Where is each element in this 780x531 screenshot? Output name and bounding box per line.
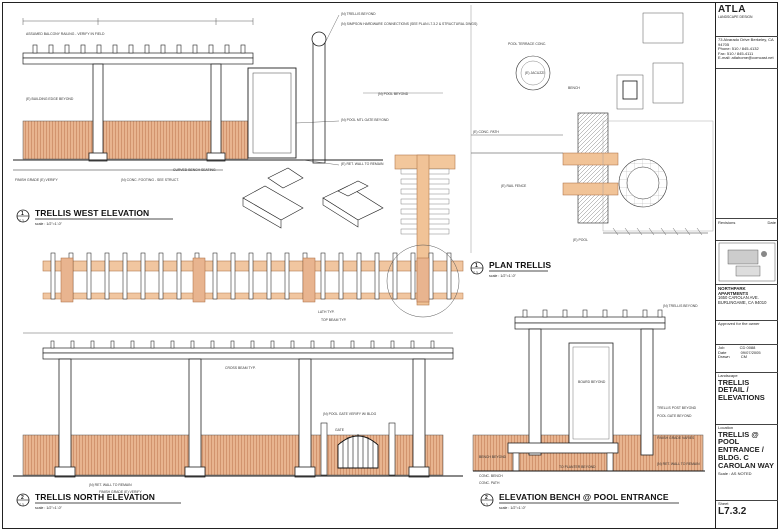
bench-pool-gate <box>568 342 614 444</box>
bench-scale: scale : 1/2"=1'-0" <box>499 506 527 510</box>
firm-email: E-mail: atlahome@comcast.net <box>718 55 774 61</box>
scale-value: Scale : AS NOTED <box>718 470 752 476</box>
bench-pool-gate-beyond: POOL GATE BEYOND <box>657 414 692 418</box>
plan-pool-terrace: POOL TERRACE CONC. <box>508 42 546 46</box>
drawing-area: ASSUMED BALCONY RAILING - VERIFY IN FIEL… <box>13 5 714 510</box>
north-elevation: CROSS BEAM TYP. (N) POOL GATE VERIFY W/ … <box>13 332 463 510</box>
west-elevation: ASSUMED BALCONY RAILING - VERIFY IN FIEL… <box>13 12 477 226</box>
bench-title: ELEVATION BENCH @ POOL ENTRANCE <box>499 492 669 502</box>
location-block: Location TRELLIS @ POOL ENTRANCE / BLDG.… <box>716 425 778 501</box>
west-sheet-ref: 7.3 <box>19 219 24 223</box>
key-map <box>716 241 778 285</box>
bench-seat <box>507 442 619 454</box>
north-scale: scale : 1/2"=1'-0" <box>35 506 63 510</box>
west-gate <box>247 67 297 159</box>
job-label: Job <box>718 345 725 350</box>
sheet-title: TRELLIS DETAIL / ELEVATIONS <box>718 377 765 403</box>
west-scale: scale : 1/2"=1'-0" <box>35 222 63 226</box>
firm-block: ATLA LANDSCAPE DESIGN <box>716 3 778 37</box>
north-plan-strip: LATH TYP. TOP BEAM TYP. <box>42 244 464 322</box>
bench-board: BOARD BEYOND <box>578 380 606 384</box>
firm-fax: Fax: 510 / 845-4111 <box>718 50 754 56</box>
bench-beyond: BENCH BEYOND <box>479 455 507 459</box>
plan-jacuzzi: (E) JACUZZI <box>525 71 544 75</box>
bench-number: 2 <box>485 495 488 501</box>
bench-elevation: (N) TRELLIS BEYOND TRELLIS POST BEYOND P… <box>472 304 705 510</box>
sheet-number: L7.3.2 <box>718 505 747 517</box>
note-grade: FINISH GRADE (E) VERIFY <box>15 178 59 182</box>
plan-bench: BENCH <box>568 86 580 90</box>
category-label: Landscape <box>718 373 738 378</box>
approval-block: Approved for the owner <box>716 321 778 345</box>
plan-trellis: (E) JACUZZI POOL TERRACE CONC. BENCH <box>470 5 714 278</box>
firm-logo: ATLA <box>718 4 746 15</box>
bench-sheet-ref: 7.3 <box>483 503 488 507</box>
location-label: Location <box>718 425 734 430</box>
revisions-block: Revisions Date <box>716 219 778 241</box>
firm-address: 73 Alvarado Drive Berkeley, CA 94705 <box>718 37 774 47</box>
plan-title: PLAN TRELLIS <box>489 260 551 270</box>
revisions-date-label: Date <box>767 220 776 225</box>
title-block: ATLA LANDSCAPE DESIGN 73 Alvarado Drive … <box>715 3 778 528</box>
north-title: TRELLIS NORTH ELEVATION <box>35 492 155 502</box>
note-pool-beyond: (N) POOL BEYOND <box>378 92 409 96</box>
plan-number: 1 <box>475 263 478 269</box>
bench-ret-wall: (N) RET. WALL TO REMAIN <box>657 462 700 466</box>
north-number: 2 <box>21 495 24 501</box>
bench-finish-grade: FINISH GRADE VARIES <box>657 436 695 440</box>
location-value: TRELLIS @ POOL ENTRANCE / BLDG. C CAROLA… <box>718 429 774 471</box>
note-footing: (N) CONC. FOOTING - SEE STRUCT. <box>121 178 179 182</box>
project-name: NORTHPARK APARTMENTS <box>718 286 749 297</box>
project-address: 1650 CAROLAN AVE. BURLINGAME, CA 94010 <box>718 295 767 305</box>
note-lath: LATH TYP. <box>318 310 335 314</box>
key-map-graphic <box>718 242 776 282</box>
note-finish-grade-n: FINISH GRADE (E) VERIFY <box>99 490 143 494</box>
job-value: CD 0088 <box>739 345 756 350</box>
firm-contact: 73 Alvarado Drive Berkeley, CA 94705 Pho… <box>716 37 778 69</box>
drawn-value: CM <box>740 354 747 360</box>
project-block: NORTHPARK APARTMENTS 1650 CAROLAN AVE. B… <box>716 285 778 321</box>
plan-rail: (E) RAIL FENCE <box>501 184 527 188</box>
sheet-title-block: Landscape TRELLIS DETAIL / ELEVATIONS <box>716 373 778 425</box>
bench-trellis-post: TRELLIS POST BEYOND <box>657 406 697 410</box>
note-hardware: (N) SIMPSON HARDWARE CONNECTIONS (SEE PL… <box>341 22 477 26</box>
note-edge: (E) BUILDING EDGE BEYOND <box>26 97 74 101</box>
west-number: 1 <box>21 211 24 217</box>
note-pool-gate: (N) POOL GATE VERIFY W/ BLDG <box>323 412 377 416</box>
job-block: Job CD 0088 Date 09/07/2005 Drawn CM <box>716 345 778 373</box>
plan-sheet-ref: 7.3 <box>473 271 478 275</box>
firm-phone: Phone: 510 / 845-4132 <box>718 46 759 52</box>
joint-detail <box>242 167 384 229</box>
firm-sub: LANDSCAPE DESIGN <box>718 14 753 19</box>
approved-label: Approved for the owner <box>718 321 760 326</box>
west-title: TRELLIS WEST ELEVATION <box>35 208 149 218</box>
date-label: Date <box>718 349 727 355</box>
drawn-label: Drawn <box>718 354 730 360</box>
note-gate-beyond: (N) POOL MTL GATE BEYOND <box>341 118 389 122</box>
note-balcony: ASSUMED BALCONY RAILING - VERIFY IN FIEL… <box>26 32 105 36</box>
north-sheet-ref: 7.3 <box>19 503 24 507</box>
sheet-number-block: Sheet L7.3.2 <box>716 501 778 528</box>
plan-conc-path: (E) CONC. PATH <box>473 130 499 134</box>
note-gate: GATE <box>335 428 345 432</box>
bench-trellis-beyond: (N) TRELLIS BEYOND <box>663 304 698 308</box>
note-wall-remain: (E) RET. WALL TO REMAIN <box>341 162 384 166</box>
sheet-label: Sheet <box>718 501 729 506</box>
bench-to-planter: TO PLANTER BEYOND <box>559 465 596 469</box>
blank-area <box>716 69 778 219</box>
note-cross-beam: CROSS BEAM TYP. <box>225 366 256 370</box>
plan-scale: scale : 1/2"=1'-0" <box>489 274 517 278</box>
bench-conc-bench: CONC. BENCH <box>479 474 503 478</box>
note-bench: CURVED BENCH SEATING <box>173 168 216 172</box>
revisions-label: Revisions <box>718 220 736 225</box>
note-ret-wall-n: (N) RET. WALL TO REMAIN <box>89 483 132 487</box>
note-top-beam: TOP BEAM TYP. <box>321 318 347 322</box>
plan-pool: (E) POOL <box>573 238 588 242</box>
bench-conc-path: CONC. PATH <box>479 481 500 485</box>
date-value: 09/07/2005 <box>740 349 761 355</box>
note-trellis-beyond: (N) TRELLIS BEYOND <box>341 12 376 16</box>
